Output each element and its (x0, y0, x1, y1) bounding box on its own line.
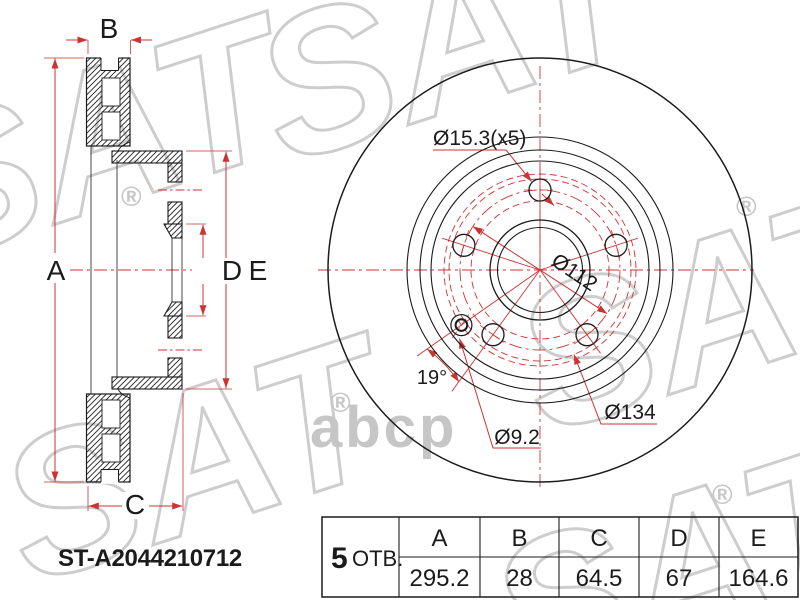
vent-slot (101, 399, 121, 429)
angle-dimension-arc (426, 348, 460, 383)
table-header-cell: E (750, 525, 766, 552)
bolt-holes (452, 178, 628, 347)
label-mask (122, 492, 149, 519)
pin-hole-chamfer (450, 314, 473, 337)
bore-projection (171, 238, 183, 302)
hub-hat-section (111, 150, 183, 390)
pin-circle-label: Ø134 (604, 401, 656, 424)
table-value-cell: 28 (506, 565, 533, 592)
pin-hole (454, 318, 469, 332)
pin-hole-label: Ø9.2 (494, 426, 540, 449)
part-number: ST-A2044210712 (58, 545, 242, 572)
vent-slot (101, 433, 121, 463)
registered-mark: ® (712, 479, 733, 510)
table-header-row: A B C D E (431, 525, 766, 552)
mount-face-segment (167, 162, 183, 183)
dim-label-D: D (222, 255, 242, 286)
vent-notches (100, 56, 119, 484)
hole-envelope-outer-circle (448, 178, 632, 362)
bolt-holes-label: Ø15.3(x5) (433, 127, 526, 150)
pcd-dimension-line (472, 225, 608, 315)
table-value-cell: 164.6 (728, 565, 788, 592)
vent-slot (101, 77, 121, 107)
disc-outline (327, 57, 753, 483)
registered-mark: ® (330, 387, 351, 418)
dim-label-A: A (47, 255, 66, 286)
center-bore-chamfer (496, 226, 584, 314)
hat-rim-outer (419, 149, 661, 391)
pin-angle-label: 19° (417, 367, 447, 389)
bolt-hole (528, 178, 552, 202)
dim-label-C: C (125, 489, 145, 520)
table-header-cell: D (670, 525, 687, 552)
table-value-cell: 295.2 (409, 565, 469, 592)
holes-count: 5 (331, 542, 348, 575)
hat-rim-inner (430, 160, 650, 380)
table-grid (321, 516, 799, 598)
cross-section-view: A B C D E (43, 13, 267, 520)
mount-face-segment (167, 357, 183, 378)
friction-band-inner-edge (406, 136, 674, 404)
table-header-cell: C (590, 525, 607, 552)
spec-table: 5 ОТВ. A B C D E 295.2 28 64.5 67 164.6 (321, 516, 799, 598)
vent-slot (101, 111, 121, 141)
table-header-cell: B (511, 525, 527, 552)
table-value-row: 295.2 28 64.5 67 164.6 (409, 565, 788, 592)
friction-ring-section (85, 57, 131, 483)
table-header-cell: A (431, 525, 447, 552)
registered-mark: ® (121, 181, 142, 212)
center-bore (489, 219, 591, 321)
mount-face-segment (167, 315, 183, 339)
registered-mark: ® (736, 191, 757, 222)
bolt-hole (452, 233, 476, 257)
hat-drum-top (111, 150, 183, 164)
dealer-watermark: abcp (310, 395, 457, 460)
holes-label: ОТВ. (352, 546, 403, 571)
bolt-hole-axes (158, 189, 202, 351)
dim-label-E: E (249, 255, 268, 286)
bolt-hole (575, 323, 599, 347)
hat-drum-bottom (111, 376, 183, 390)
dim-label-B: B (100, 13, 119, 44)
mount-face-segment (167, 201, 183, 225)
bolt-hole (481, 323, 505, 347)
bolt-hole (604, 233, 628, 257)
leaders (433, 149, 657, 449)
table-value-cell: 64.5 (576, 565, 623, 592)
disc-outer-edge (327, 57, 753, 483)
label-mask (43, 253, 70, 283)
table-value-cell: 67 (666, 565, 693, 592)
